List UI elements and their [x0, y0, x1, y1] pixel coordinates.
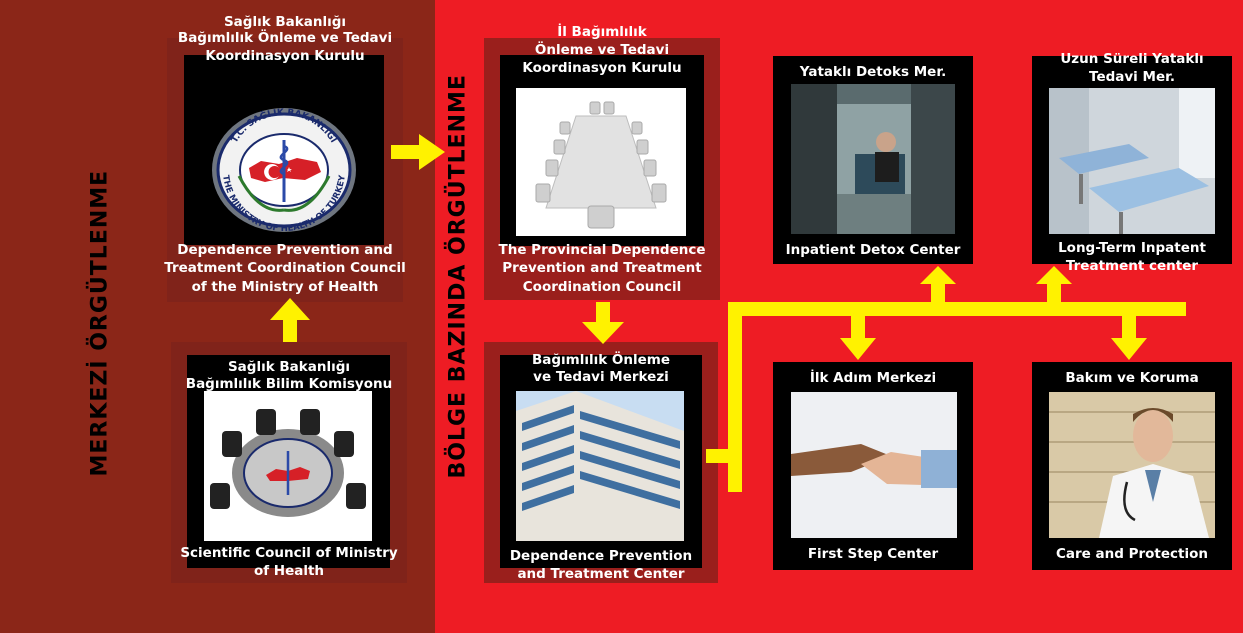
treatment-building-image — [516, 391, 684, 541]
arrow-to-first-step — [840, 314, 876, 360]
arrow-to-detox — [920, 266, 956, 304]
provincial-council-title-tr-1: İl Bağımlılık — [557, 24, 647, 40]
first-step-title-tr: İlk Adım Merkezi — [809, 370, 937, 386]
detox-center-title-en: Inpatient Detox Center — [785, 242, 961, 258]
connector-vertical-trunk — [728, 302, 742, 492]
provincial-council-title-en-2: Prevention and Treatment — [502, 260, 702, 276]
doctor-image — [1049, 392, 1215, 538]
ministry-council-title-en-2: Treatment Coordination Council — [164, 260, 406, 276]
scientific-council-title-en-1: Scientific Council of Ministry — [180, 545, 398, 561]
provincial-council-title-tr-3: Koordinasyon Kurulu — [522, 60, 682, 76]
provincial-council-title-tr-2: Önleme ve Tedavi — [534, 42, 670, 58]
long-term-title-tr-1: Uzun Süreli Yataklı — [1060, 51, 1204, 67]
treatment-center-title-tr-2: ve Tedavi Merkezi — [533, 369, 669, 385]
provincial-council-title-en-1: The Provincial Dependence — [498, 242, 706, 258]
hospital-beds-image — [1049, 88, 1215, 234]
detox-center-title-tr: Yataklı Detoks Mer. — [799, 64, 947, 80]
treatment-center-title-en-2: and Treatment Center — [517, 566, 685, 582]
arrow-to-long-term — [1036, 266, 1072, 304]
scientific-council-title-tr-2: Bağımlılık Bilim Komisyonu — [185, 376, 393, 392]
scientific-council-title-tr-1: Sağlık Bakanlığı — [227, 359, 351, 375]
ministry-council-title-en-1: Dependence Prevention and — [177, 242, 393, 258]
ministry-of-health-seal: T.C. SAĞLIK BAKANLIĞI THE MINISTRY OF HE… — [212, 108, 356, 234]
long-term-title-tr-2: Tedavi Mer. — [1089, 69, 1175, 85]
ministry-council-title-tr-2: Bağımlılık Önleme ve Tedavi — [177, 30, 393, 46]
scientific-council-title-en-2: of Health — [253, 563, 325, 579]
ministry-council-title-tr-1: Sağlık Bakanlığı — [223, 14, 347, 30]
science-commission-meeting-image — [204, 391, 372, 541]
connector-horizontal-bus — [728, 302, 1186, 316]
care-title-tr: Bakım ve Koruma — [1065, 370, 1199, 386]
first-step-title-en: First Step Center — [807, 546, 939, 562]
care-title-en: Care and Protection — [1055, 546, 1209, 562]
treatment-center-title-tr-1: Bağımlılık Önleme — [531, 352, 671, 368]
arrow-scientific-to-ministry — [270, 298, 310, 342]
long-term-title-en-2: Treatment center — [1065, 258, 1199, 274]
ministry-council-title-en-3: of the Ministry of Health — [191, 279, 379, 295]
provincial-council-title-en-3: Coordination Council — [522, 279, 682, 295]
arrow-provincial-to-treatment — [582, 302, 624, 344]
arrow-to-care — [1111, 314, 1147, 360]
arrow-ministry-to-provincial — [391, 134, 445, 170]
handshake-image — [791, 392, 957, 538]
ministry-council-title-tr-3: Koordinasyon Kurulu — [205, 48, 365, 64]
conference-table-image — [516, 88, 686, 236]
long-term-title-en-1: Long-Term Inpatent — [1058, 240, 1206, 256]
regional-organization-title: BÖLGE BAZINDA ÖRGÜTLENME — [445, 74, 471, 479]
treatment-center-title-en-1: Dependence Prevention — [509, 548, 693, 564]
central-organization-title: MERKEZİ ÖRGÜTLENME — [87, 169, 113, 477]
detox-ward-image — [791, 84, 955, 234]
